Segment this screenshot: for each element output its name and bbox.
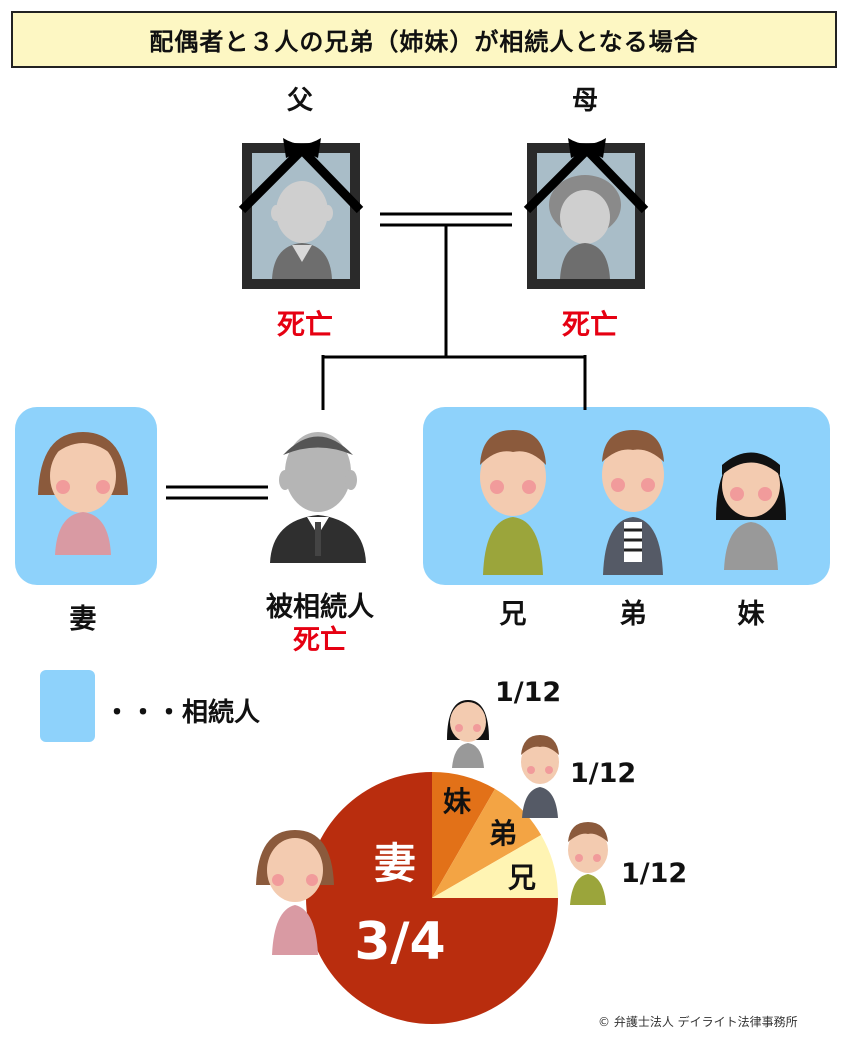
copyright: © 弁護士法人 デイライト法律事務所 — [598, 1015, 798, 1029]
pie-younger-brother-figure — [521, 735, 559, 818]
legend-swatch — [40, 670, 95, 742]
fraction-younger-sister: 1/12 — [495, 677, 562, 708]
page-title: 配偶者と３人の兄弟（姉妹）が相続人となる場合 — [149, 28, 699, 56]
pie-label-younger-sister: 妹 — [442, 785, 471, 818]
pie-sister-figure — [447, 700, 489, 768]
fraction-younger-brother: 1/12 — [570, 758, 637, 789]
pie-label-elder-brother: 兄 — [507, 861, 536, 894]
younger-brother-label: 弟 — [619, 599, 647, 630]
pie-slice-younger-sister — [432, 834, 558, 898]
father-label: 父 — [286, 86, 313, 116]
elder-brother-figure — [480, 430, 546, 575]
pie-slice-elder-brother — [432, 772, 495, 898]
pie-wife-figure — [256, 830, 334, 955]
younger-sister-figure — [716, 452, 786, 570]
share-pie-chart — [306, 772, 558, 1024]
elder-brother-label: 兄 — [499, 599, 527, 630]
title-box: 配偶者と３人の兄弟（姉妹）が相続人となる場合 — [11, 11, 837, 68]
mother-label: 母 — [571, 86, 598, 116]
father-status: 死亡 — [276, 308, 333, 341]
younger-brother-figure — [602, 430, 664, 575]
deceased-label: 被相続人 — [266, 592, 374, 623]
wife-figure — [38, 432, 128, 555]
father-portrait — [238, 138, 364, 289]
pie-label-wife: 妻 — [373, 839, 416, 888]
deceased-figure — [270, 432, 366, 563]
pie-elder-brother-figure — [568, 822, 608, 905]
fraction-elder-brother: 1/12 — [621, 858, 688, 889]
mother-status: 死亡 — [561, 308, 618, 341]
mother-portrait — [523, 138, 649, 289]
legend-text: ・・・相続人 — [104, 698, 261, 728]
deceased-status: 死亡 — [293, 625, 347, 656]
younger-sister-label: 妹 — [737, 599, 765, 630]
pie-label-younger-brother: 弟 — [488, 817, 517, 850]
pie-value-wife: 3/4 — [354, 912, 446, 972]
pie-slice-younger-brother — [432, 788, 542, 898]
wife-label: 妻 — [69, 604, 97, 635]
